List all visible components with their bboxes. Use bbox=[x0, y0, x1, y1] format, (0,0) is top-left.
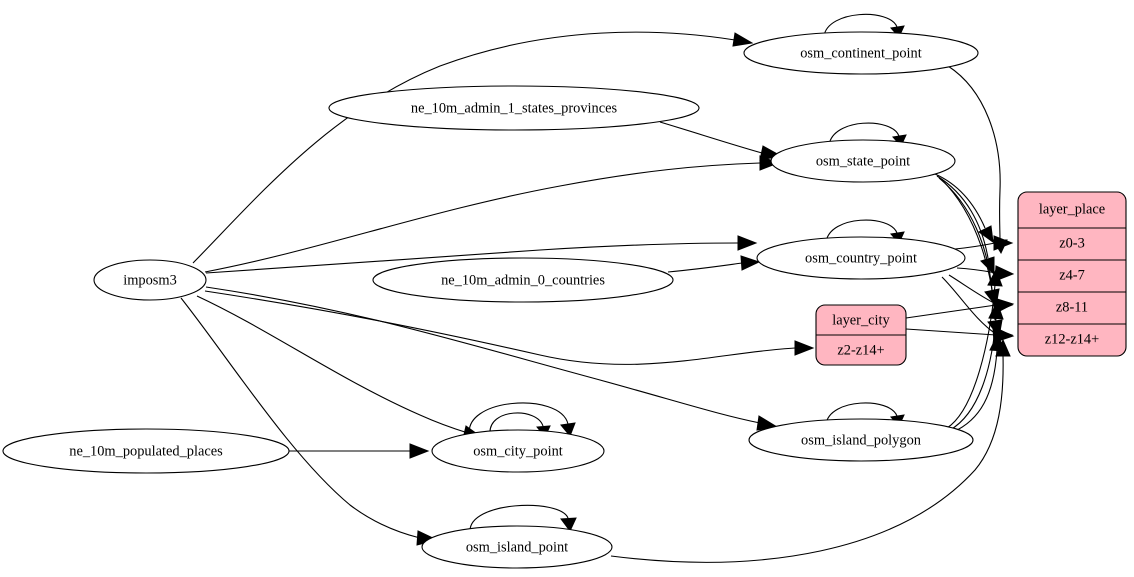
edge-imposm3-to-osm-city-point bbox=[196, 295, 469, 434]
node-osm-city-point[interactable]: osm_city_point bbox=[431, 429, 605, 473]
node-ne-10m-admin-0-countries[interactable]: ne_10m_admin_0_countries bbox=[372, 257, 674, 303]
node-shape[interactable] bbox=[748, 418, 974, 462]
edge-layer-city-to-layer-place-z8-11 bbox=[905, 304, 997, 319]
edge-self-loop-osm-continent-point bbox=[823, 13, 898, 37]
node-label: osm_island_polygon bbox=[801, 432, 921, 448]
node-label: osm_island_point bbox=[466, 539, 568, 555]
record-node-layer-city[interactable]: layer_city z2-z14+ bbox=[815, 304, 907, 366]
node-layer: imposm3 ne_10m_admin_1_states_provinces … bbox=[2, 31, 979, 569]
arrowhead bbox=[987, 268, 1003, 287]
node-osm-island-point[interactable]: osm_island_point bbox=[421, 525, 613, 569]
edge-osm-country-point-to-layer-place-z0-3 bbox=[954, 242, 996, 250]
node-ne-10m-admin-1-states-provinces[interactable]: ne_10m_admin_1_states_provinces bbox=[328, 85, 700, 131]
node-shape[interactable] bbox=[770, 139, 956, 183]
node-label: osm_country_point bbox=[805, 250, 917, 266]
record-row-title: layer_place bbox=[1039, 201, 1105, 217]
arrowhead bbox=[560, 517, 577, 532]
edge-imposm3-to-osm-country-point bbox=[205, 242, 739, 274]
node-shape[interactable] bbox=[93, 259, 207, 301]
arrowhead bbox=[737, 235, 758, 251]
edge-osm-island-polygon-to-layer-place-z8-11 bbox=[949, 317, 997, 431]
edge-self-loop-osm-country-point bbox=[825, 219, 898, 243]
node-osm-continent-point[interactable]: osm_continent_point bbox=[743, 31, 979, 75]
record-background[interactable] bbox=[1017, 191, 1127, 357]
edge-self-loop-osm-island-point bbox=[469, 504, 569, 533]
record-node-layer-place[interactable]: layer_place z0-3 z4-7 z8-11 z12-z14+ bbox=[1017, 191, 1127, 357]
edge-self-loop-outer-osm-city-point bbox=[468, 402, 569, 438]
node-imposm3[interactable]: imposm3 bbox=[93, 259, 207, 301]
node-shape[interactable] bbox=[328, 85, 700, 131]
edge-imposm3-to-osm-continent-point bbox=[192, 31, 736, 264]
arrowhead bbox=[995, 338, 1011, 357]
edge-osm-state-point-to-layer-place-z4-7 bbox=[936, 175, 989, 259]
node-osm-island-polygon[interactable]: osm_island_polygon bbox=[748, 418, 974, 462]
node-shape[interactable] bbox=[372, 257, 674, 303]
edge-self-loop-osm-island-polygon bbox=[825, 402, 898, 425]
edge-osm-country-point-to-layer-place-z4-7 bbox=[956, 267, 997, 274]
node-shape[interactable] bbox=[2, 428, 290, 474]
arrowhead bbox=[993, 235, 1014, 251]
arrowhead bbox=[560, 422, 576, 437]
node-shape[interactable] bbox=[421, 525, 613, 569]
edge-ne-states-to-osm-state-point bbox=[659, 121, 763, 154]
node-label: osm_city_point bbox=[473, 443, 563, 459]
record-row-z0-3[interactable]: z0-3 bbox=[1059, 235, 1085, 251]
edge-layer bbox=[180, 13, 1015, 563]
record-row-title: layer_city bbox=[832, 312, 890, 328]
edge-osm-continent-point-to-layer-place-z0-3 bbox=[947, 65, 1001, 241]
edge-osm-state-point-to-layer-place-z0-3 bbox=[934, 173, 986, 229]
node-label: osm_continent_point bbox=[800, 45, 922, 61]
edge-osm-country-point-to-layer-place-z12-z14 bbox=[941, 276, 997, 335]
node-shape[interactable] bbox=[756, 236, 966, 280]
edge-imposm3-to-osm-state-point bbox=[204, 162, 761, 273]
node-osm-state-point[interactable]: osm_state_point bbox=[770, 139, 956, 183]
edge-osm-country-point-to-layer-place-z8-11 bbox=[948, 274, 997, 305]
arrowhead bbox=[409, 443, 430, 459]
edge-self-loop-osm-state-point bbox=[828, 122, 900, 146]
edge-imposm3-to-osm-island-point bbox=[180, 297, 421, 539]
node-osm-country-point[interactable]: osm_country_point bbox=[756, 236, 966, 280]
edge-osm-island-point-to-layer-place-z12-z14 bbox=[610, 354, 1004, 563]
record-row-z8-11[interactable]: z8-11 bbox=[1056, 299, 1088, 315]
edge-ne-countries-to-osm-country-point bbox=[667, 262, 743, 273]
edge-imposm3-to-osm-island-polygon bbox=[205, 286, 761, 424]
arrowhead bbox=[794, 340, 815, 356]
edge-osm-island-polygon-to-layer-place-z4-7 bbox=[946, 284, 996, 429]
node-label: ne_10m_admin_0_countries bbox=[441, 272, 605, 288]
arrowhead bbox=[740, 255, 761, 271]
record-row-z4-7[interactable]: z4-7 bbox=[1059, 267, 1085, 283]
node-label: osm_state_point bbox=[816, 153, 910, 169]
arrowhead bbox=[988, 300, 1004, 320]
node-label: ne_10m_admin_1_states_provinces bbox=[411, 100, 618, 116]
node-label: ne_10m_populated_places bbox=[69, 443, 223, 459]
record-row-z12-z14[interactable]: z12-z14+ bbox=[1045, 331, 1099, 347]
node-ne-10m-populated-places[interactable]: ne_10m_populated_places bbox=[2, 428, 290, 474]
node-label: imposm3 bbox=[123, 272, 177, 288]
node-shape[interactable] bbox=[743, 31, 979, 75]
record-row-z2-z14[interactable]: z2-z14+ bbox=[837, 342, 884, 358]
record-layer: layer_place z0-3 z4-7 z8-11 z12-z14+ lay… bbox=[815, 191, 1127, 366]
edge-imposm3-to-layer-city bbox=[204, 290, 796, 365]
arrowhead bbox=[978, 225, 994, 244]
arrowhead bbox=[732, 32, 754, 47]
edge-osm-island-polygon-to-layer-place-z12-z14 bbox=[952, 349, 998, 433]
edge-self-loop-inner-osm-city-point bbox=[489, 412, 544, 435]
node-shape[interactable] bbox=[431, 429, 605, 473]
edge-layer-city-to-layer-place-z12-z14 bbox=[905, 328, 997, 336]
